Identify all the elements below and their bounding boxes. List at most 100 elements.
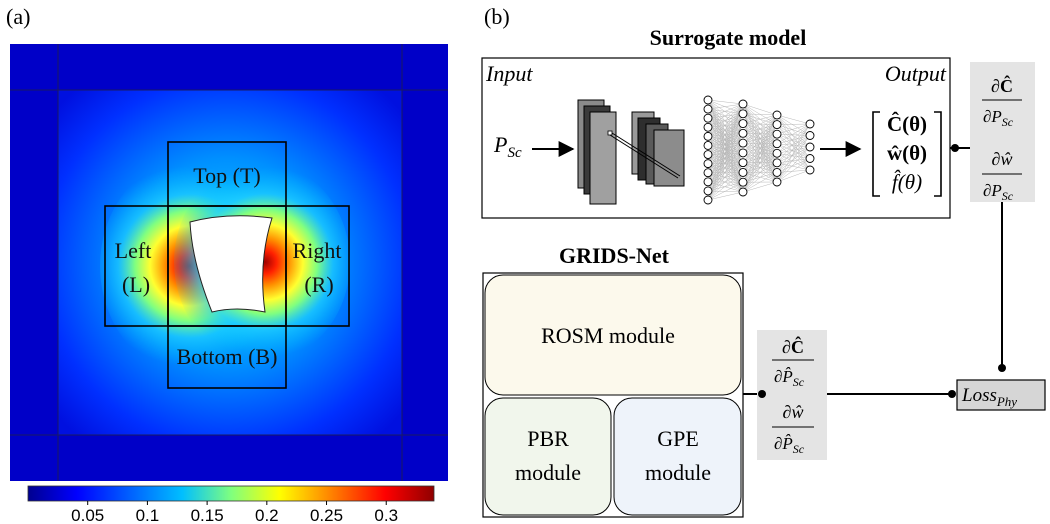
pbr-label-1: PBR <box>527 426 569 451</box>
fc-connection <box>707 136 744 154</box>
loss-label: LossPhy <box>961 385 1017 409</box>
fc-connection <box>707 103 744 201</box>
region-right-box <box>285 205 350 327</box>
fc-neuron <box>772 120 782 130</box>
fc-connection <box>742 143 778 193</box>
fc-neuron <box>738 148 748 158</box>
fc-connection <box>776 146 811 183</box>
fc-connection <box>742 153 778 193</box>
heatmap-plot: Top (T) Left (L) Right (R) Bottom (B) <box>10 44 448 481</box>
fc-connection <box>707 103 744 182</box>
fc-connection <box>707 117 744 134</box>
fc-neuron <box>703 177 713 187</box>
fc-connection <box>707 117 744 144</box>
fc-connection <box>707 154 744 163</box>
fc-connection <box>742 162 778 193</box>
fc-connection <box>776 114 811 125</box>
fc-connection <box>707 145 744 173</box>
fc-connection <box>707 152 744 201</box>
grad-top-num2: ∂ŵ <box>992 149 1013 169</box>
fc-connection <box>707 103 744 110</box>
fc-connection <box>707 99 744 115</box>
fc-connection <box>707 154 744 183</box>
fc-neuron <box>738 187 748 197</box>
fc-connection <box>742 114 778 134</box>
colorbar-tick-label: 0.15 <box>191 506 224 524</box>
fc-connection <box>707 108 744 124</box>
fc-neuron <box>772 110 782 120</box>
fc-neuron <box>703 131 713 141</box>
grad-bottom-den1: ∂P̂Sc <box>774 367 805 389</box>
pbr-label-2: module <box>515 460 581 485</box>
fc-connection <box>742 114 778 154</box>
fc-connection <box>776 133 811 136</box>
fc-connection <box>707 142 744 146</box>
fc-connection <box>707 108 744 144</box>
output-c: Ĉ(θ) <box>887 111 927 136</box>
fc-connection <box>776 135 811 183</box>
fc-neuron <box>703 141 713 150</box>
conv-line <box>611 132 681 177</box>
fc-connection <box>707 127 744 144</box>
fc-connection <box>776 123 811 135</box>
fc-connection <box>776 135 811 154</box>
fc-connection <box>776 146 811 164</box>
fc-connection <box>707 136 744 183</box>
left-bracket <box>872 111 880 197</box>
grad-top: ∂Ĉ ∂PSc ∂ŵ ∂PSc <box>982 74 1022 203</box>
fc-connection <box>707 118 744 163</box>
connector-dot <box>951 144 959 152</box>
fc-connection <box>776 123 811 154</box>
fc-connection <box>707 136 744 173</box>
fc-connection <box>707 103 744 164</box>
fc-connection <box>707 172 744 183</box>
fc-connection <box>707 163 744 183</box>
fc-connection <box>707 118 744 154</box>
fc-connection <box>707 127 744 173</box>
fc-connection <box>707 108 744 134</box>
fc-connection <box>776 123 811 183</box>
fc-connection <box>707 99 744 105</box>
cnn-feature-maps <box>577 99 685 205</box>
fc-neuron <box>703 186 713 196</box>
fc-connection <box>742 181 778 193</box>
fc-connection <box>707 181 744 192</box>
fc-connection <box>707 103 744 128</box>
region-right-label-2: (R) <box>304 272 333 297</box>
connector-dot <box>758 390 766 398</box>
region-left-label-2: (L) <box>122 272 150 297</box>
fc-neuron <box>703 95 713 105</box>
surrogate-title: Surrogate model <box>650 25 807 50</box>
pbr-module <box>484 397 612 516</box>
fc-connection <box>776 133 811 159</box>
grad-bottom-box <box>757 330 827 460</box>
fc-connection <box>707 123 744 201</box>
fc-neuron <box>805 165 815 175</box>
fc-connection <box>707 108 744 154</box>
fc-connection <box>707 133 744 201</box>
fc-neuron <box>703 113 713 123</box>
grad-bottom-den2: ∂P̂Sc <box>774 434 805 456</box>
fc-neuron <box>738 177 748 187</box>
fc-connection <box>707 136 744 144</box>
fc-connection <box>707 145 744 183</box>
loss-box <box>956 379 1046 411</box>
fc-neuron <box>703 168 713 178</box>
fc-connection <box>707 103 744 173</box>
fc-connection <box>707 145 744 163</box>
fc-connection <box>707 152 744 155</box>
fc-connection <box>707 123 744 128</box>
output-vector: Ĉ(θ) ŵ(θ) f̂(θ) <box>872 111 942 197</box>
fc-connection <box>742 114 778 124</box>
fc-neuron <box>805 131 815 140</box>
fc-neuron <box>738 138 748 148</box>
fc-neuron <box>772 129 782 139</box>
fc-connection <box>776 133 811 148</box>
kernel-window <box>607 130 613 136</box>
fc-neuron <box>703 195 713 205</box>
region-left-label-1: Left <box>115 238 152 263</box>
fc-connection <box>707 136 744 163</box>
fc-neuron <box>738 158 748 168</box>
fc-neuron <box>738 128 748 138</box>
